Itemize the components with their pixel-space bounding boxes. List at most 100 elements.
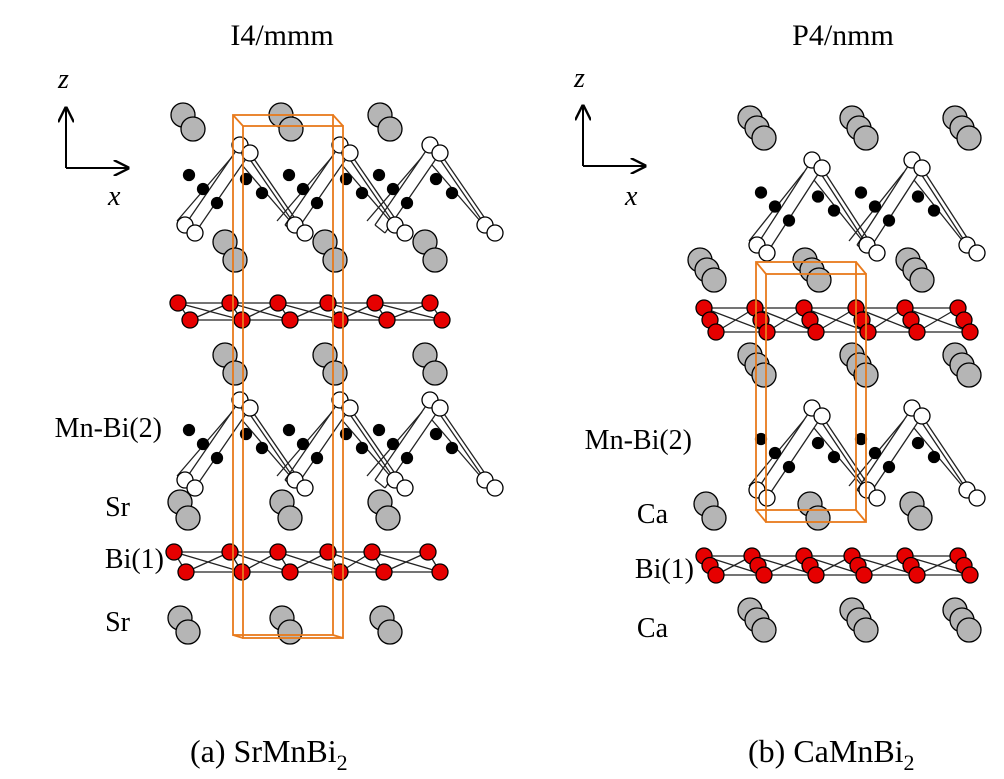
bond [194,152,251,234]
bi1-atom [233,311,251,329]
mn-atom [372,423,386,437]
mn-atom [282,423,296,437]
bi1-atom [855,566,873,584]
sr-ca-atom [377,619,403,645]
axes-a: z x [57,64,128,212]
mn-atom [310,451,324,465]
label-sr-lower: Sr [105,607,131,638]
bi1-atom [908,323,926,341]
bi1-atom [319,294,337,312]
sr-ca-atom [322,247,348,273]
bi2-atom [296,224,314,242]
sr-ca-atom [701,505,727,531]
sr-ca-atom [853,617,879,643]
mn-atom [429,427,443,441]
bi1-atom [331,311,349,329]
bi1-atom [366,294,384,312]
bond [194,407,251,489]
bi1-atom [177,563,195,581]
bi2-atom [758,489,776,507]
mn-atom [927,204,941,217]
label-bi1-b: Bi(1) [635,554,694,585]
mn-atom [182,168,196,182]
mn-atom [911,436,925,450]
sr-ca-atom [322,360,348,386]
mn-atom [782,460,796,474]
bi1-atom [758,323,776,341]
bond [866,167,923,254]
sr-ca-atom [751,617,777,643]
mn-atom [296,437,310,451]
bi1-atom [375,563,393,581]
bi2-atom [241,399,259,417]
z-axis-label: z [57,64,69,95]
bi1-atom [269,543,287,561]
bi1-atom [281,311,299,329]
caption-b-subscript: 2 [904,750,915,775]
mn-atom [854,432,868,446]
bi1-atom [707,323,725,341]
bi2-atom [968,489,986,507]
bi1-atom [707,566,725,584]
bond [374,479,386,489]
bi1-atom [169,294,187,312]
bi2-atom [341,144,359,162]
bi2-atom [868,244,886,262]
mn-atom [296,182,310,196]
bi2-atom [813,159,831,177]
bi2-atom [968,244,986,262]
bi1-atom [961,323,979,341]
mn-atom [196,182,210,196]
bond [294,407,351,489]
sr-ca-atom [806,267,832,293]
bi2-atom [913,159,931,177]
mn-atom [386,182,400,196]
mn-atom [754,186,768,199]
mn-atom [445,441,459,455]
sr-ca-atom [956,362,982,388]
bi2-atom [186,224,204,242]
sr-ca-atom [422,360,448,386]
label-sr-upper: Sr [105,492,131,523]
unit-cell-b [755,261,867,523]
mn-atom [255,441,269,455]
sr-ca-atom [853,125,879,151]
caption-a-subscript: 2 [337,750,348,775]
sr-ca-atom [222,247,248,273]
mn-atom [400,451,414,465]
bi1-atom [755,566,773,584]
bi2-atom [396,224,414,242]
caption-a-text: (a) SrMnBi [190,733,337,769]
bi2-atom [186,479,204,497]
sr-ca-atom [375,505,401,531]
bi1-atom [908,566,926,584]
bi2-atom [431,399,449,417]
label-ca-lower: Ca [637,613,669,644]
bi2-atom [758,244,776,262]
mn-atom [827,204,841,217]
bond [813,427,870,495]
bond [374,224,386,234]
mn-atom [768,446,782,460]
bond [913,427,970,495]
unit-cell-a [232,114,344,639]
sr-ca-atom [805,505,831,531]
label-bi1-a: Bi(1) [105,544,164,575]
structure-a [165,102,504,645]
bi2-atom [486,479,504,497]
mn-atom [868,200,882,213]
x-axis-label: x [624,181,638,212]
mn-atom [827,450,841,464]
bi2-atom [486,224,504,242]
mn-atom [811,190,825,203]
mn-atom [400,196,414,210]
panel-a: I4/mmm z x Mn-Bi(2) Sr Bi(1) Sr (a) SrMn… [55,19,504,775]
bond [294,152,351,234]
bi2-atom [813,407,831,425]
z-axis-label: z [573,63,585,94]
bi1-atom [807,566,825,584]
mn-atom [372,168,386,182]
mn-atom [310,196,324,210]
sr-ca-atom [175,505,201,531]
